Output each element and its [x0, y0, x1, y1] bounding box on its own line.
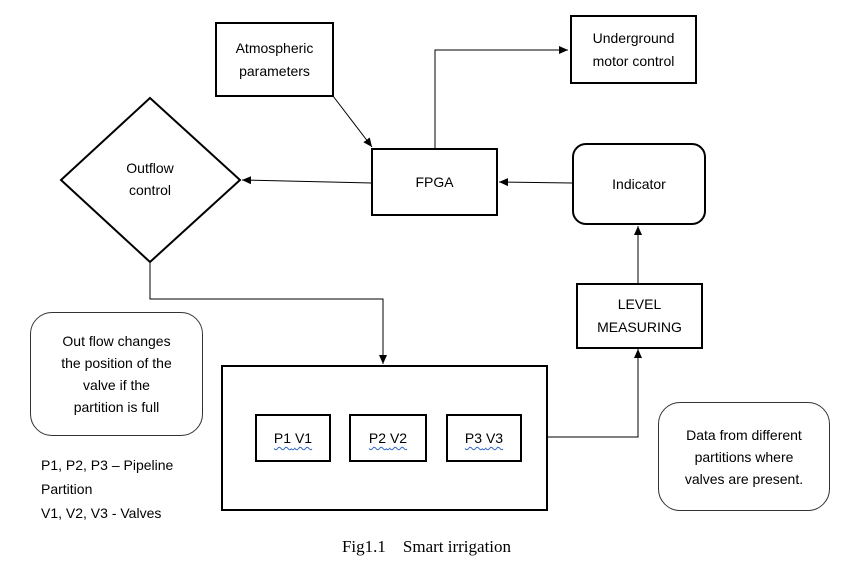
- underground-motor-control-box: Underground motor control: [570, 15, 697, 84]
- outflow-note-line4: partition is full: [73, 399, 160, 415]
- atmospheric-parameters-box: Atmospheric parameters: [215, 22, 334, 97]
- partition-p3-label: P3 V3: [464, 430, 504, 446]
- outflow-note-line3: valve if the: [83, 377, 150, 393]
- outflow-note: Out flow changes the position of the val…: [30, 312, 203, 436]
- underground-label-line1: Underground: [592, 29, 675, 46]
- legend: P1, P2, P3 – Pipeline Partition V1, V2, …: [41, 453, 173, 525]
- arrow-outflow-to-partitions: [149, 262, 387, 364]
- legend-line1: P1, P2, P3 – Pipeline: [41, 457, 174, 473]
- atmospheric-label-line1: Atmospheric: [235, 39, 314, 56]
- partition-p2-label: P2 V2: [368, 430, 408, 446]
- legend-line2: Partition: [41, 481, 93, 497]
- outflow-note-line2: the position of the: [61, 355, 172, 371]
- arrow-fpga-to-underground: [434, 46, 568, 149]
- outflow-label-line1: Outflow: [126, 160, 174, 176]
- partition-p1-label: P1 V1: [273, 430, 313, 446]
- partition-p2-v2: P2 V2: [349, 414, 427, 462]
- outflow-label-line2: control: [128, 182, 172, 198]
- outflow-control-label: Outflow control: [100, 157, 200, 201]
- outflow-note-line1: Out flow changes: [62, 333, 171, 349]
- fpga-box: FPGA: [371, 148, 498, 216]
- data-note-line2: partitions where: [694, 448, 794, 465]
- indicator-label: Indicator: [612, 175, 666, 192]
- partition-p1-v1: P1 V1: [255, 414, 331, 462]
- arrow-partitions-to-level: [548, 349, 642, 438]
- fpga-label: FPGA: [415, 173, 454, 190]
- data-note-line1: Data from different: [686, 426, 802, 443]
- atmospheric-label-line2: parameters: [239, 62, 310, 79]
- indicator-box: Indicator: [572, 143, 706, 225]
- level-label-line1: LEVEL: [617, 296, 662, 312]
- level-measuring-box: LEVEL MEASURING: [576, 283, 703, 349]
- legend-line3: V1, V2, V3 - Valves: [41, 505, 162, 521]
- arrow-atmospheric-to-fpga: [332, 95, 373, 148]
- level-label-line2: MEASURING: [597, 319, 682, 335]
- partition-p3-v3: P3 V3: [446, 414, 522, 462]
- figure-caption: Fig1.1 Smart irrigation: [341, 537, 512, 556]
- arrow-indicator-to-fpga: [498, 178, 573, 187]
- data-partitions-note: Data from different partitions where val…: [658, 402, 830, 511]
- arrow-fpga-to-outflow: [241, 176, 373, 185]
- data-note-line3: valves are present.: [684, 470, 804, 487]
- underground-label-line2: motor control: [592, 52, 675, 69]
